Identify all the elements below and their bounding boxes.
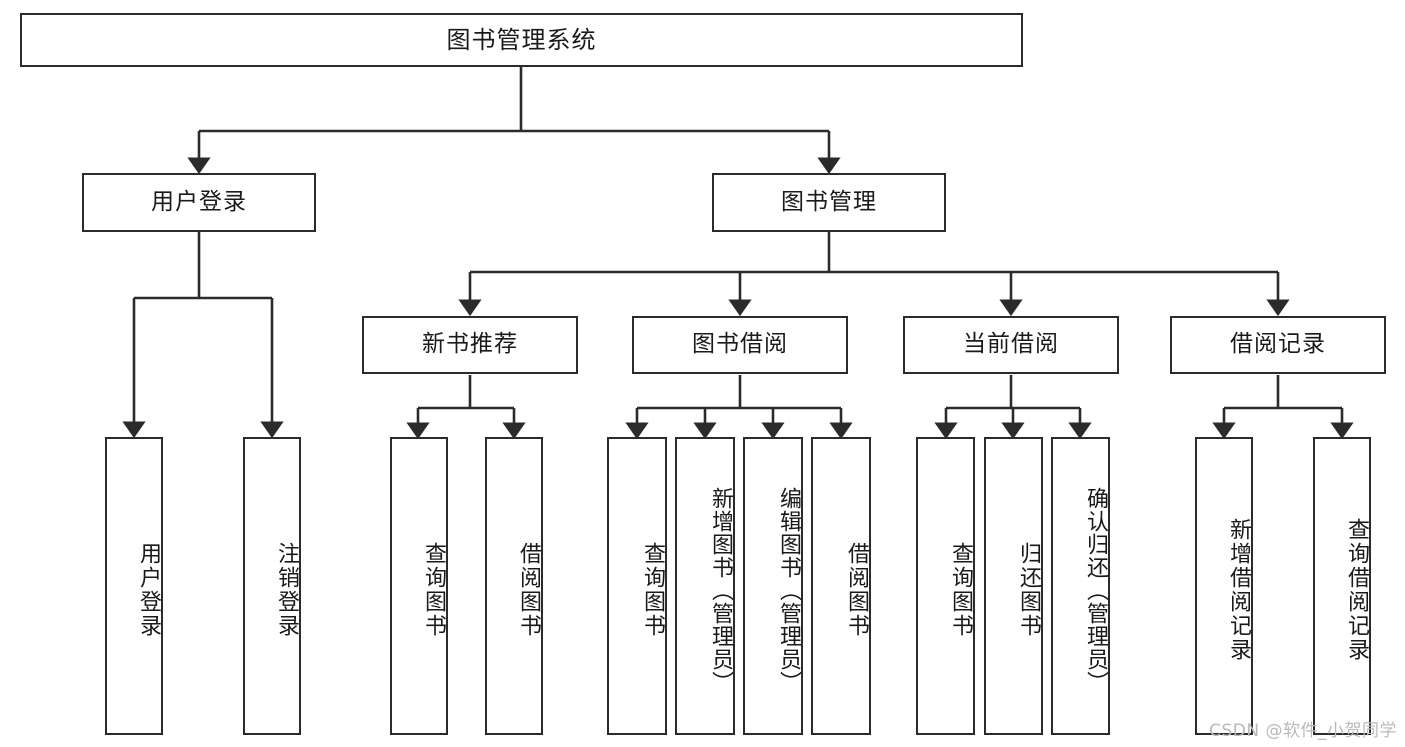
leaf-label: 借阅图书 xyxy=(844,542,869,638)
node-book-management-label: 图书管理 xyxy=(781,188,877,215)
node-root-label: 图书管理系统 xyxy=(446,25,597,54)
leaf-label: 查询图书 xyxy=(421,542,446,638)
leaf-label: 查询图书 xyxy=(948,542,973,638)
node-current-borrow-label: 当前借阅 xyxy=(963,331,1059,358)
node-borrow-record[interactable]: 借阅记录 xyxy=(1170,316,1386,374)
leaf-current-borrow-confirm[interactable]: 确认归还（管理员） xyxy=(1051,437,1110,735)
leaf-label: 归还图书 xyxy=(1016,542,1041,638)
leaf-book-borrow-borrow[interactable]: 借阅图书 xyxy=(811,437,871,735)
node-user-login-label: 用户登录 xyxy=(151,188,247,215)
node-book-borrow[interactable]: 图书借阅 xyxy=(632,316,848,374)
leaf-label: 查询图书 xyxy=(640,542,665,638)
node-new-book-recommend[interactable]: 新书推荐 xyxy=(362,316,578,374)
leaf-new-book-query[interactable]: 查询图书 xyxy=(390,437,448,735)
leaf-label: 注销登录 xyxy=(274,542,299,638)
leaf-label: 新增借阅记录 xyxy=(1226,518,1251,662)
leaf-label: 查询借阅记录 xyxy=(1344,518,1369,662)
leaf-label: 编辑图书（管理员） xyxy=(776,486,801,694)
leaf-current-borrow-return[interactable]: 归还图书 xyxy=(984,437,1043,735)
leaf-label: 确认归还（管理员） xyxy=(1083,486,1108,694)
leaf-user-login-logout[interactable]: 注销登录 xyxy=(243,437,301,735)
node-borrow-record-label: 借阅记录 xyxy=(1230,331,1326,358)
node-root[interactable]: 图书管理系统 xyxy=(20,13,1023,67)
leaf-book-borrow-query[interactable]: 查询图书 xyxy=(607,437,667,735)
node-current-borrow[interactable]: 当前借阅 xyxy=(903,316,1119,374)
node-book-management[interactable]: 图书管理 xyxy=(712,173,946,232)
leaf-new-book-borrow[interactable]: 借阅图书 xyxy=(485,437,543,735)
leaf-current-borrow-query[interactable]: 查询图书 xyxy=(916,437,975,735)
leaf-user-login-login[interactable]: 用户登录 xyxy=(105,437,163,735)
leaf-label: 借阅图书 xyxy=(516,542,541,638)
leaf-book-borrow-add[interactable]: 新增图书（管理员） xyxy=(675,437,735,735)
leaf-borrow-record-add[interactable]: 新增借阅记录 xyxy=(1195,437,1253,735)
csdn-watermark: CSDN @软件_小贺同学 xyxy=(1209,721,1397,741)
node-user-login[interactable]: 用户登录 xyxy=(82,173,316,232)
node-new-book-recommend-label: 新书推荐 xyxy=(422,331,518,358)
leaf-label: 用户登录 xyxy=(136,542,161,638)
leaf-book-borrow-edit[interactable]: 编辑图书（管理员） xyxy=(743,437,803,735)
leaf-label: 新增图书（管理员） xyxy=(708,486,733,694)
leaf-borrow-record-query[interactable]: 查询借阅记录 xyxy=(1313,437,1371,735)
node-book-borrow-label: 图书借阅 xyxy=(692,331,788,358)
